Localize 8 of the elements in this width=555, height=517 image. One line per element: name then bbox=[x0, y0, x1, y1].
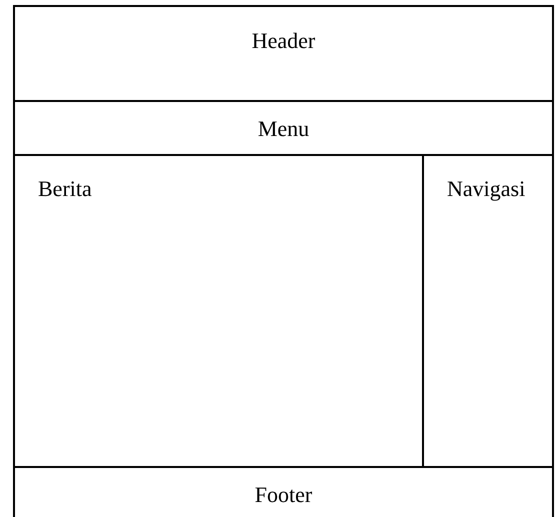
section-label: Berita bbox=[38, 175, 92, 203]
layout-section bbox=[13, 5, 554, 102]
layout-section bbox=[13, 100, 554, 156]
section-label: Navigasi bbox=[447, 175, 526, 203]
layout-section bbox=[13, 466, 554, 517]
section-label: Menu bbox=[256, 115, 310, 143]
section-label: Header bbox=[250, 27, 316, 55]
section-label: Footer bbox=[254, 481, 314, 509]
